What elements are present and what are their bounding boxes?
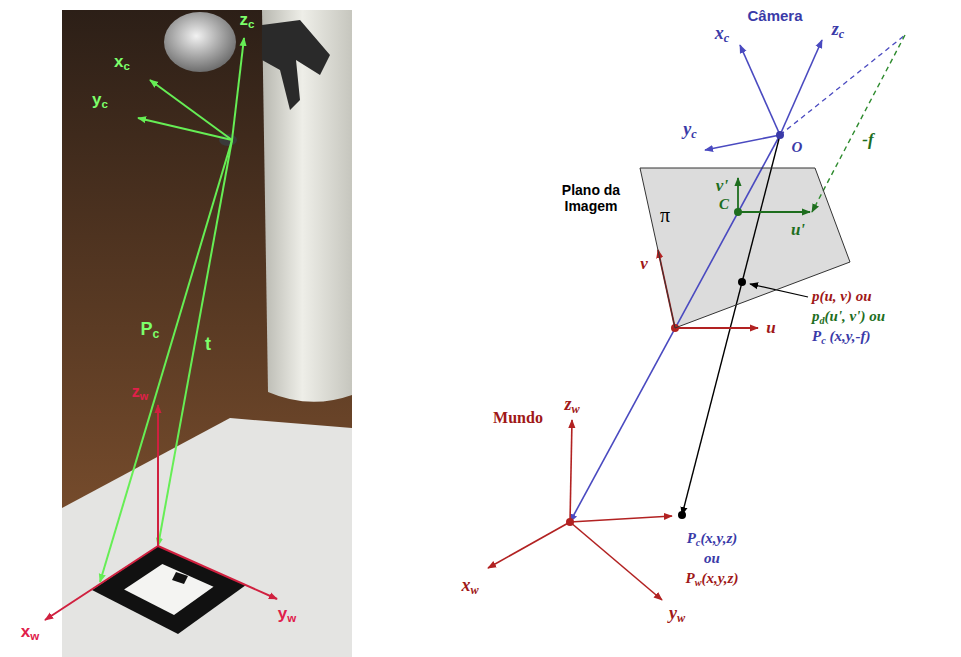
point-label: p(u, v) ou — [812, 288, 872, 305]
axis-label: xc — [715, 24, 729, 44]
subscript: w — [30, 630, 39, 642]
axis-label: yw — [278, 605, 296, 624]
vector-label: Pc — [141, 320, 160, 340]
frame-title: Mundo — [493, 409, 543, 427]
axis-label: xw — [21, 623, 39, 642]
distance-label: -f — [862, 131, 873, 150]
subscript: c — [124, 60, 130, 72]
axis-label: v — [640, 255, 648, 274]
subscript: c — [691, 128, 696, 142]
subscript: w — [571, 403, 579, 417]
axis-label: zw — [564, 395, 579, 415]
subscript: w — [470, 584, 478, 598]
axis-label: xw — [461, 576, 478, 596]
plane-symbol: π — [660, 204, 670, 227]
projection-diagram — [488, 35, 905, 600]
subscript: w — [695, 577, 702, 588]
subscript: c — [839, 28, 844, 42]
photo-axes — [45, 38, 277, 620]
plane-title: Plano da Imagem — [548, 182, 634, 214]
image-plane: Plano da Imagemπ — [640, 168, 851, 329]
vector-label: t — [205, 335, 211, 355]
axis-label: yc — [683, 120, 696, 140]
axis-label: yw — [669, 604, 685, 624]
point-label: ou — [704, 550, 720, 567]
plane-outline — [640, 168, 851, 329]
axis-label: zw — [132, 383, 148, 401]
axis-label: zc — [240, 11, 255, 30]
axis-label: u' — [791, 221, 805, 240]
subscript: w — [140, 390, 148, 402]
axis-label: xc — [114, 53, 130, 72]
point-label: Pw(x,y,z) — [686, 570, 739, 587]
subscript: c — [821, 335, 826, 346]
axis-label: v' — [716, 177, 728, 196]
subscript: c — [696, 537, 701, 548]
axis-label: zc — [832, 20, 844, 40]
point-label: Pc (x,y,-f) — [812, 328, 871, 345]
point-label: pd(u', v') ou — [812, 308, 885, 325]
axis-label: u — [766, 319, 775, 338]
subscript: c — [248, 18, 254, 30]
point-label: Pc(x,y,z) — [687, 530, 738, 547]
point-label: O — [792, 139, 803, 156]
frame-title: Câmera — [747, 8, 802, 25]
photo — [62, 10, 352, 657]
subscript: w — [677, 612, 685, 626]
subscript: c — [153, 328, 160, 342]
axis-label: yc — [92, 91, 108, 110]
subscript: d — [820, 315, 825, 326]
point-label: C — [719, 196, 729, 213]
subscript: c — [102, 98, 108, 110]
subscript: w — [287, 612, 296, 624]
subscript: c — [724, 32, 729, 46]
